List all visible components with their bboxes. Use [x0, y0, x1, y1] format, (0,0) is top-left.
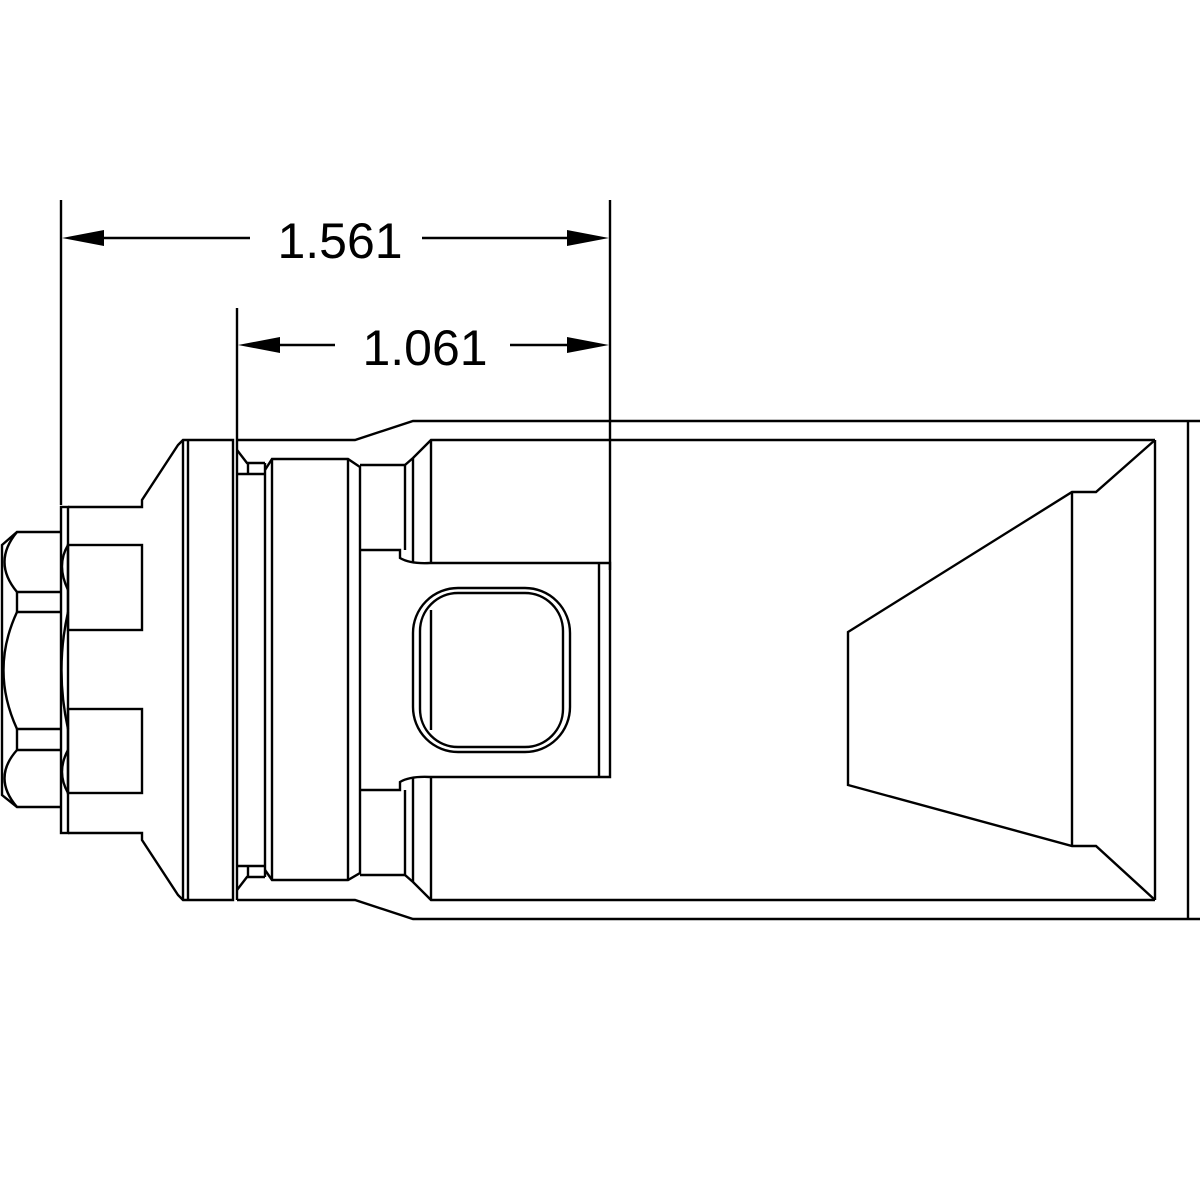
dimension-label: 1.561 — [277, 213, 402, 269]
collar-ring — [263, 457, 362, 882]
dimension-overall: 1.561 — [59, 200, 612, 570]
window-slot — [411, 586, 572, 754]
cone — [846, 439, 1157, 901]
arrowhead-right — [567, 337, 609, 353]
dimension-partial: 1.061 — [235, 308, 609, 440]
tab — [430, 561, 612, 779]
outer-tube — [237, 419, 1200, 921]
dimension-label: 1.061 — [362, 320, 487, 376]
arrowhead-left — [238, 337, 280, 353]
base-body — [59, 438, 239, 902]
arrowhead-right — [567, 230, 609, 246]
neck — [360, 438, 1155, 902]
arrowhead-left — [62, 230, 104, 246]
hex-nut — [0, 530, 70, 809]
groove — [236, 449, 267, 891]
